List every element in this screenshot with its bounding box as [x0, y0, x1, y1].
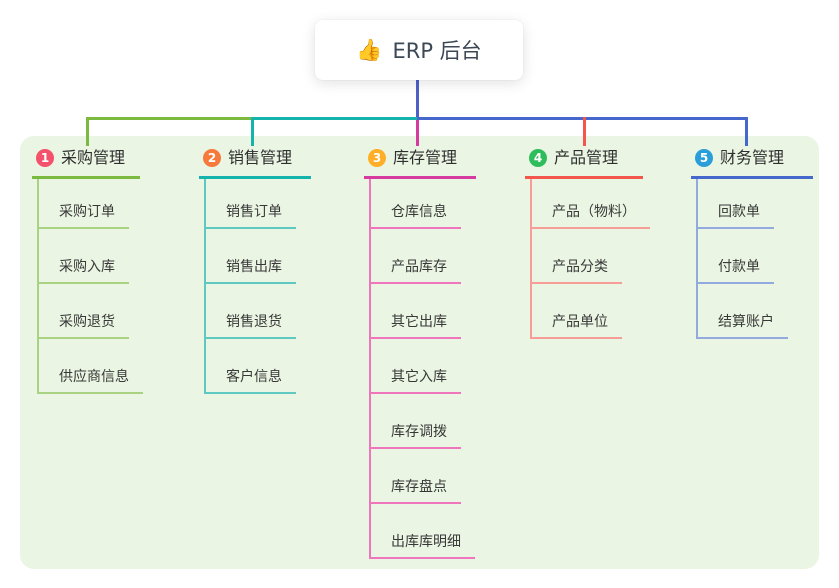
connector-drop-finance: [745, 117, 748, 146]
branches-panel: [20, 136, 819, 569]
child-node[interactable]: 库存盘点: [371, 449, 476, 504]
branch-number-badge: 1: [36, 149, 54, 167]
branch-title-node[interactable]: 2 销售管理: [199, 147, 311, 179]
child-node[interactable]: 销售出库: [206, 229, 311, 284]
child-node[interactable]: 结算账户: [698, 284, 813, 339]
branch-number-badge: 3: [368, 149, 386, 167]
child-node[interactable]: 销售退货: [206, 284, 311, 339]
child-node[interactable]: 回款单: [698, 179, 813, 229]
branch-finance: 5 财务管理 回款单 付款单 结算账户: [691, 147, 813, 339]
connector-drop-inventory: [416, 120, 419, 146]
branch-children: 采购订单 采购入库 采购退货 供应商信息: [37, 179, 143, 394]
child-node[interactable]: 采购入库: [39, 229, 143, 284]
connector-bus-green: [86, 117, 254, 120]
branch-title-label: 财务管理: [720, 148, 785, 167]
child-node[interactable]: 其它入库: [371, 339, 476, 394]
branch-title-node[interactable]: 3 库存管理: [364, 147, 476, 179]
child-node[interactable]: 客户信息: [206, 339, 311, 394]
branch-children: 销售订单 销售出库 销售退货 客户信息: [204, 179, 311, 394]
child-node[interactable]: 供应商信息: [39, 339, 143, 394]
branch-number-badge: 5: [695, 149, 713, 167]
child-node[interactable]: 产品分类: [532, 229, 650, 284]
branch-title-node[interactable]: 5 财务管理: [691, 147, 813, 179]
branch-children: 回款单 付款单 结算账户: [696, 179, 813, 339]
branch-children: 仓库信息 产品库存 其它出库 其它入库 库存调拨 库存盘点 出库库明细: [369, 179, 476, 559]
connector-drop-sales: [251, 117, 254, 146]
branch-title-label: 采购管理: [61, 148, 126, 167]
child-node[interactable]: 仓库信息: [371, 179, 476, 229]
connector-bus-teal: [251, 117, 417, 120]
root-node[interactable]: 👍 ERP 后台: [315, 20, 523, 80]
child-node[interactable]: 出库库明细: [371, 504, 476, 559]
branch-inventory: 3 库存管理 仓库信息 产品库存 其它出库 其它入库 库存调拨 库存盘点 出库库…: [364, 147, 476, 559]
branch-title-label: 库存管理: [393, 148, 458, 167]
child-node[interactable]: 采购退货: [39, 284, 143, 339]
branch-title-label: 销售管理: [228, 148, 293, 167]
root-label: ERP 后台: [392, 39, 482, 63]
branch-number-badge: 2: [203, 149, 221, 167]
child-node[interactable]: 产品库存: [371, 229, 476, 284]
branch-number-badge: 4: [529, 149, 547, 167]
branch-title-label: 产品管理: [554, 148, 619, 167]
thumbs-up-icon: 👍: [356, 37, 383, 62]
connector-root-stem: [416, 80, 419, 120]
child-node[interactable]: 付款单: [698, 229, 813, 284]
child-node[interactable]: 销售订单: [206, 179, 311, 229]
branch-sales: 2 销售管理 销售订单 销售出库 销售退货 客户信息: [199, 147, 311, 394]
connector-bus-blue: [417, 117, 748, 120]
branch-title-node[interactable]: 1 采购管理: [32, 147, 140, 179]
branch-purchase: 1 采购管理 采购订单 采购入库 采购退货 供应商信息: [32, 147, 143, 394]
child-node[interactable]: 其它出库: [371, 284, 476, 339]
child-node[interactable]: 库存调拨: [371, 394, 476, 449]
branch-product: 4 产品管理 产品（物料） 产品分类 产品单位: [525, 147, 650, 339]
branch-children: 产品（物料） 产品分类 产品单位: [530, 179, 650, 339]
connector-drop-product: [583, 117, 586, 146]
branch-title-node[interactable]: 4 产品管理: [525, 147, 643, 179]
child-node[interactable]: 产品（物料）: [532, 179, 650, 229]
child-node[interactable]: 采购订单: [39, 179, 143, 229]
child-node[interactable]: 产品单位: [532, 284, 650, 339]
connector-drop-purchase: [86, 117, 89, 146]
